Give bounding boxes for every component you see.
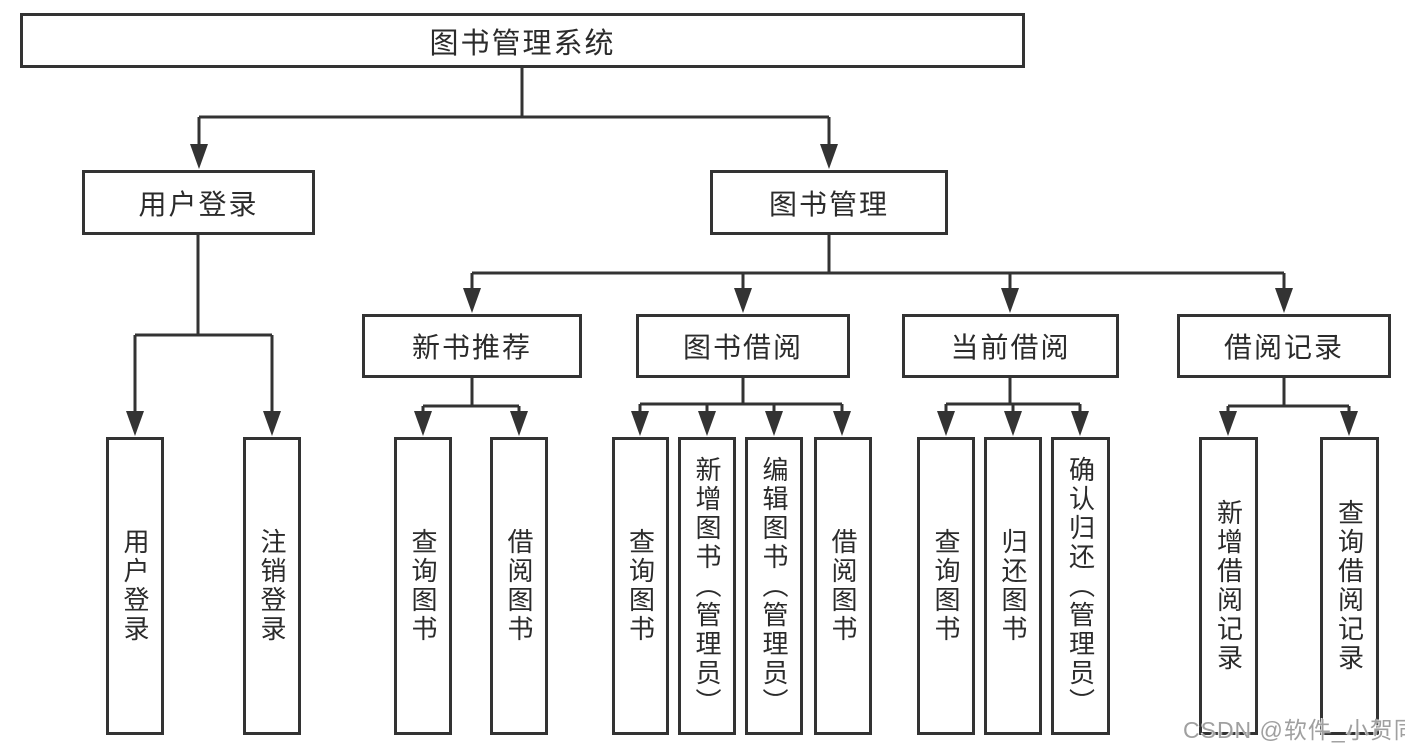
- edges-book-management: [463, 235, 1293, 313]
- leaf-edit-books-admin: 编辑图书（管理员）: [745, 437, 803, 735]
- leaf-borrow-books: 借阅图书: [814, 437, 872, 735]
- edges-new-book-recommend: [414, 378, 528, 436]
- node-book-borrow: 图书借阅: [636, 314, 850, 378]
- leaf-add-books-admin: 新增图书（管理员）: [678, 437, 736, 735]
- node-new-book-recommend: 新书推荐: [362, 314, 582, 378]
- node-user-login: 用户登录: [82, 170, 315, 235]
- leaf-logout: 注销登录: [243, 437, 301, 735]
- edges-book-borrow: [631, 378, 851, 436]
- leaf-user-login: 用户登录: [106, 437, 164, 735]
- edges-root: [190, 68, 838, 169]
- csdn-watermark: CSDN @软件_小贺同学: [1183, 717, 1405, 743]
- edges-current-borrow: [937, 378, 1089, 436]
- leaf-confirm-return-admin: 确认归还（管理员）: [1051, 437, 1110, 735]
- node-current-borrow: 当前借阅: [902, 314, 1119, 378]
- leaf-add-borrow-record: 新增借阅记录: [1199, 437, 1258, 735]
- leaf-query-books-current: 查询图书: [917, 437, 975, 735]
- leaf-borrow-books-recommend: 借阅图书: [490, 437, 548, 735]
- node-root-system: 图书管理系统: [20, 13, 1025, 68]
- edges-user-login: [126, 235, 281, 436]
- node-book-management: 图书管理: [710, 170, 948, 235]
- edges-borrow-records: [1219, 378, 1358, 436]
- leaf-query-borrow-record: 查询借阅记录: [1320, 437, 1379, 735]
- node-borrow-records: 借阅记录: [1177, 314, 1391, 378]
- leaf-query-books-borrow: 查询图书: [612, 437, 669, 735]
- leaf-query-books-recommend: 查询图书: [394, 437, 452, 735]
- leaf-return-books: 归还图书: [984, 437, 1042, 735]
